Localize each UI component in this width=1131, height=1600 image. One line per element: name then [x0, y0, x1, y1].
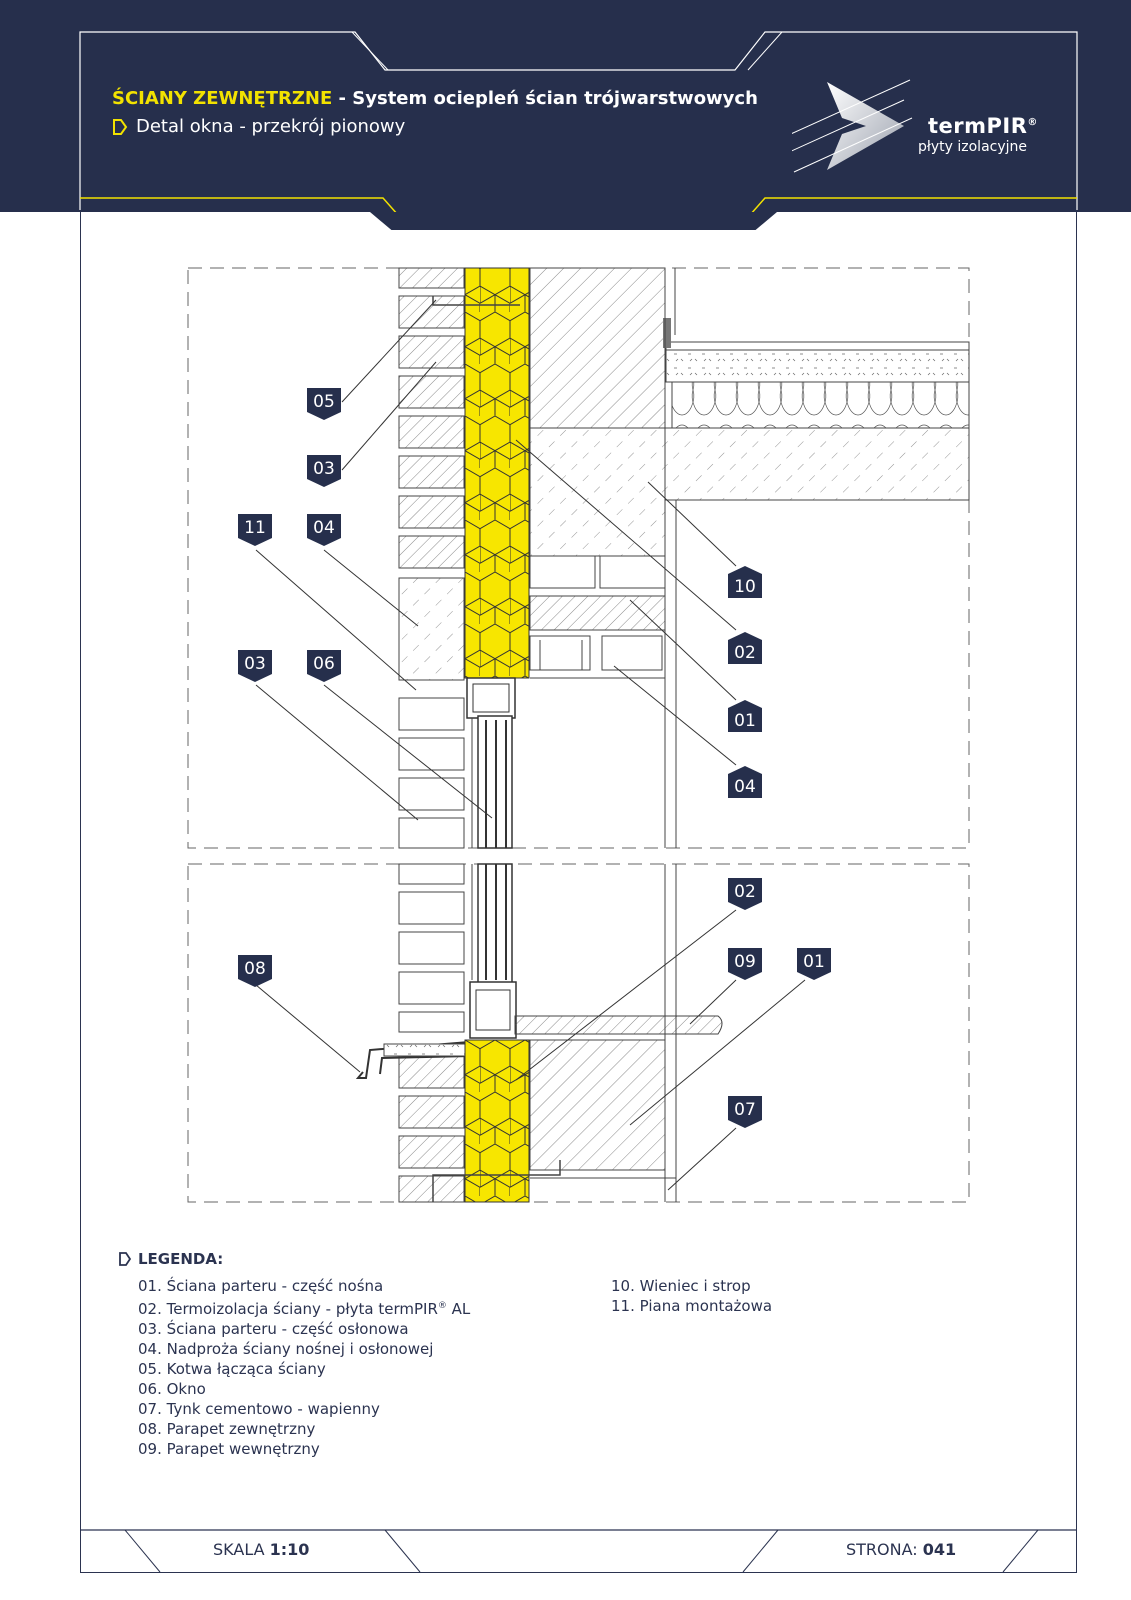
callout-09: 09: [728, 948, 762, 980]
legend-item: 05. Kotwa łącząca ściany: [138, 1360, 326, 1378]
scale-indicator: SKALA 1:10: [213, 1540, 310, 1559]
callout-08: 08: [238, 955, 272, 987]
callout-05: 05: [307, 388, 341, 420]
callout-07: 07: [728, 1096, 762, 1128]
svg-text:06: 06: [313, 654, 335, 674]
callout-10: 10: [728, 566, 762, 598]
svg-text:10: 10: [734, 577, 756, 597]
svg-text:02: 02: [734, 643, 756, 663]
svg-text:05: 05: [313, 392, 335, 412]
svg-text:08: 08: [244, 959, 266, 979]
svg-text:03: 03: [313, 459, 335, 479]
svg-text:09: 09: [734, 952, 756, 972]
legend-item: 10. Wieniec i strop: [611, 1277, 751, 1295]
legend-item: 06. Okno: [138, 1380, 206, 1398]
callout-02b: 02: [728, 878, 762, 910]
callout-02: 02: [728, 632, 762, 664]
termpir-logo-icon: [792, 79, 913, 173]
svg-text:03: 03: [244, 654, 266, 674]
legend-item: 02. Termoizolacja ściany - płyta termPIR…: [138, 1300, 471, 1318]
title-rest: - System ociepleń ścian trójwarstwowych: [332, 88, 758, 109]
svg-text:04: 04: [734, 777, 756, 797]
page-title: ŚCIANY ZEWNĘTRZNE - System ociepleń ścia…: [112, 88, 758, 109]
callout-04b: 04: [728, 766, 762, 798]
window-section-drawing: 05 03 11 04 03 06 10 02 01 04 02 09 01 0…: [187, 267, 970, 1203]
svg-text:01: 01: [803, 952, 825, 972]
outer-brick-upper: [398, 267, 465, 681]
callout-11: 11: [238, 514, 272, 546]
svg-text:11: 11: [244, 518, 266, 538]
brand-tagline: płyty izolacyjne: [918, 139, 1028, 155]
svg-text:07: 07: [734, 1100, 756, 1120]
legend-item: 11. Piana montażowa: [611, 1297, 773, 1315]
callout-01: 01: [728, 700, 762, 732]
legend-title: LEGENDA:: [118, 1250, 223, 1268]
legend-item: 07. Tynk cementowo - wapienny: [138, 1400, 380, 1418]
svg-text:04: 04: [313, 518, 335, 538]
callout-03b: 03: [238, 650, 272, 682]
header-frame-lines: [79, 31, 1078, 230]
legend-item: 03. Ściana parteru - część osłonowa: [138, 1320, 409, 1338]
callout-03: 03: [307, 455, 341, 487]
legend-item: 01. Ściana parteru - część nośna: [138, 1277, 384, 1295]
legend-list-left: 01. Ściana parteru - część nośna 02. Ter…: [138, 1276, 470, 1459]
page-subtitle: Detal okna - przekrój pionowy: [112, 116, 405, 137]
page-number: STRONA: 041: [846, 1540, 957, 1559]
brand-name: termPIR®: [928, 114, 1038, 138]
arrow-bullet-icon: [119, 1252, 132, 1266]
page-frame: [80, 210, 1077, 1573]
legend-list-right: 10. Wieniec i strop 11. Piana montażowa: [611, 1276, 772, 1316]
header-banner: [0, 0, 1131, 212]
title-accent: ŚCIANY ZEWNĘTRZNE: [112, 88, 333, 109]
arrow-bullet-icon: [113, 118, 128, 135]
callout-01b: 01: [797, 948, 831, 980]
footer-frame-lines: [80, 1529, 1077, 1573]
svg-text:01: 01: [734, 711, 756, 731]
subtitle-text: Detal okna - przekrój pionowy: [136, 116, 406, 137]
legend-item: 08. Parapet zewnętrzny: [138, 1420, 316, 1438]
callout-06: 06: [307, 650, 341, 682]
legend-item: 04. Nadproża ściany nośnej i osłonowej: [138, 1340, 434, 1358]
callout-04: 04: [307, 514, 341, 546]
svg-text:02: 02: [734, 882, 756, 902]
callout-tags: 05 03 11 04 03 06 10 02 01 04 02 09 01 0…: [238, 388, 831, 1128]
legend-item: 09. Parapet wewnętrzny: [138, 1440, 320, 1458]
